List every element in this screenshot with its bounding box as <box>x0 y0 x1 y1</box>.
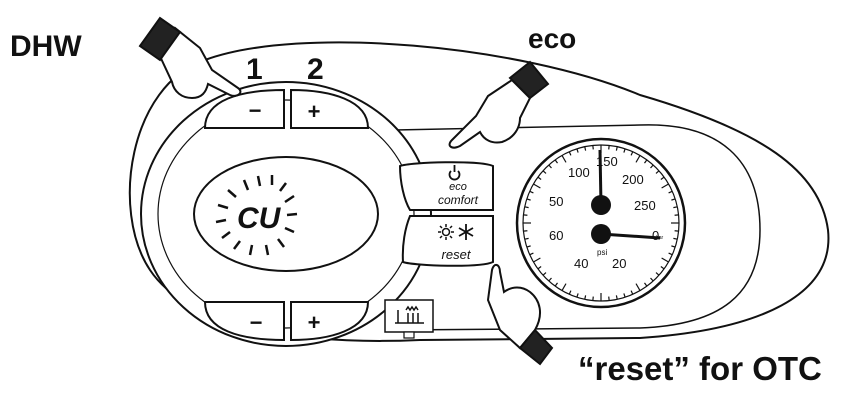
gauge-tick-200: 200 <box>622 172 644 187</box>
pressure-hub <box>591 224 611 244</box>
gauge-tick-250: 250 <box>634 198 656 213</box>
lcd-display <box>194 157 378 271</box>
reset-label: reset <box>442 247 472 262</box>
number-2-callout: 2 <box>307 53 324 87</box>
service-connector <box>385 300 433 338</box>
gauge-tick-mark <box>673 238 677 239</box>
ch-plus-button[interactable]: + <box>291 302 368 340</box>
reset-button[interactable]: reset <box>403 216 493 266</box>
svg-text:−: − <box>250 310 263 335</box>
hand-pointer-eco-icon <box>450 62 548 148</box>
number-1-callout: 1 <box>246 53 263 87</box>
svg-text:−: − <box>249 98 262 123</box>
dhw-plus-button[interactable]: + <box>291 90 368 128</box>
reset-otc-callout: “reset” for OTC <box>578 350 822 388</box>
gauge-tick-20: 20 <box>612 256 626 271</box>
gauge-tick-40: 40 <box>574 256 588 271</box>
ch-minus-button[interactable]: − <box>205 302 284 340</box>
pressure-gauge: 60 50 100 150 200 250 0 40 20 psi bar <box>517 139 685 307</box>
gauge-tick-mark <box>585 295 586 299</box>
gauge-tick-mark <box>616 147 617 151</box>
gauge-tick-50: 50 <box>549 194 563 209</box>
temperature-hub <box>591 195 611 215</box>
gauge-tick-mark <box>585 147 586 151</box>
gauge-tick-60: 60 <box>549 228 563 243</box>
gauge-tick-mark <box>673 207 677 208</box>
hand-pointer-dhw-icon <box>140 18 240 98</box>
gauge-tick-mark <box>525 238 529 239</box>
svg-text:+: + <box>308 310 321 335</box>
comfort-label: comfort <box>438 193 479 207</box>
lcd-code: CU <box>237 202 282 235</box>
dhw-callout: DHW <box>10 30 82 64</box>
eco-callout: eco <box>528 23 576 55</box>
eco-label: eco <box>449 181 467 193</box>
svg-text:+: + <box>308 99 321 124</box>
gauge-tick-mark <box>616 295 617 299</box>
dhw-minus-button[interactable]: − <box>205 90 284 128</box>
eco-comfort-button[interactable]: eco comfort <box>400 162 493 210</box>
gauge-tick-100: 100 <box>568 165 590 180</box>
gauge-unit: psi <box>597 248 607 257</box>
gauge-tick-mark <box>525 207 529 208</box>
